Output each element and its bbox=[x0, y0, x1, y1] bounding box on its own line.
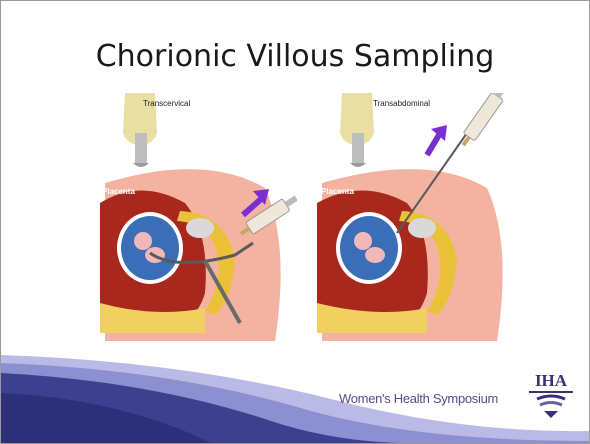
footer-symposium-text: Women's Health Symposium bbox=[339, 391, 498, 406]
iha-logo: IHA bbox=[529, 371, 573, 419]
